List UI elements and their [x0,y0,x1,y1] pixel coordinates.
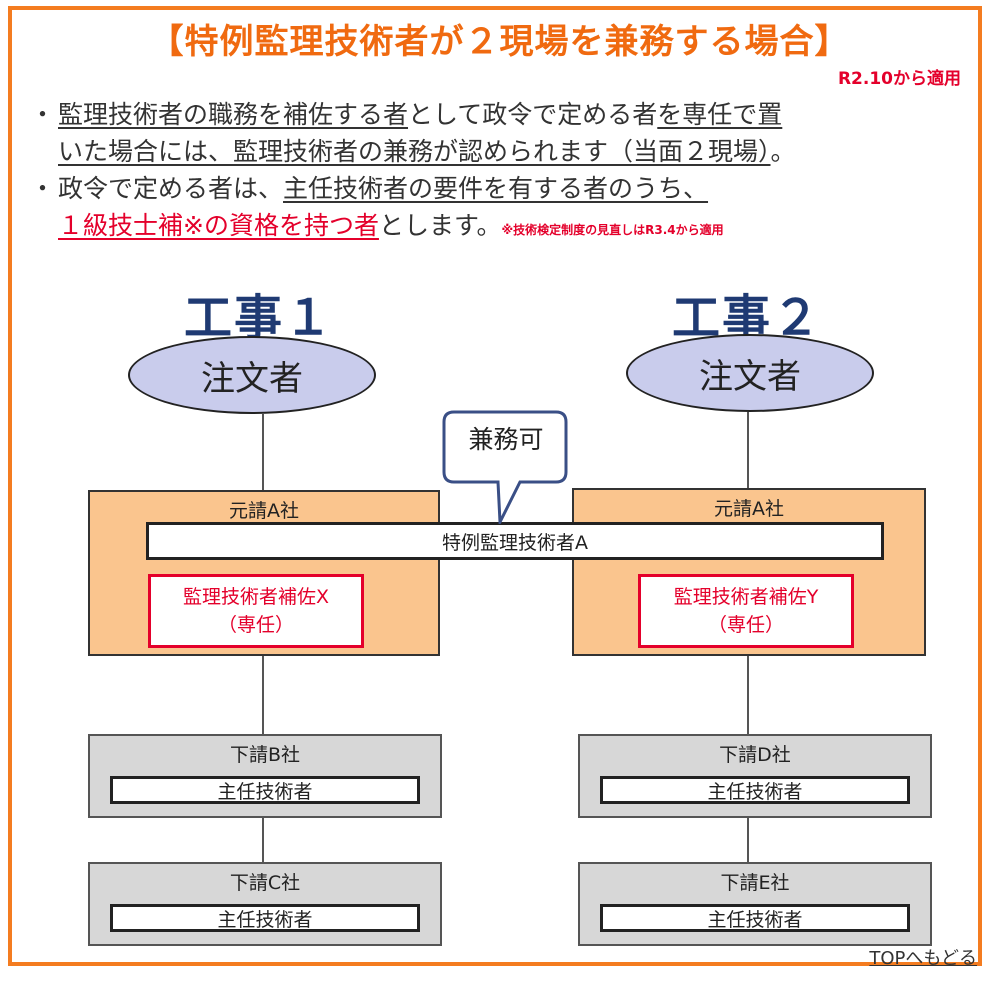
subcontractor-e-engineer-label: 主任技術者 [707,908,803,931]
subcontractor-d-label: 下請D社 [719,744,791,766]
subcontractor-c-box: 下請C社 主任技術者 [88,862,442,946]
callout-bubble [442,410,568,524]
connector-client-1 [262,414,264,490]
bullet-dot: ・ [30,100,56,129]
bullet-2-requirement-text: 主任技術者の要件を有する者のうち、 [283,174,709,203]
assistant-y-fulltime: （専任） [707,614,784,636]
subcontractor-d-box: 下請D社 主任技術者 [578,734,932,818]
bullet-1-line-1: ・監理技術者の職務を補佐する者として政令で定める者を専任で置 [30,96,970,133]
bullet-1-line-2: いた場合には、監理技術者の兼務が認められます（当面２現場）。 [30,133,970,170]
subcontractor-e-box: 下請E社 主任技術者 [578,862,932,946]
bullet-2-line-2: １級技士補※の資格を持つ者とします。※技術検定制度の見直しはR3.4から適用 [30,207,970,249]
page-title: 【特例監理技術者が２現場を兼務する場合】 [149,22,850,62]
prime-contractor-2-box: 元請A社 [572,488,926,656]
subcontractor-c-engineer-label: 主任技術者 [217,908,313,931]
subcontractor-b-engineer-bar: 主任技術者 [110,776,420,804]
assistant-x-label: 監理技術者補佐X [182,586,330,608]
diagram-frame [8,6,982,966]
subcontractor-b-box: 下請B社 主任技術者 [88,734,442,818]
subcontractor-e-engineer-bar: 主任技術者 [600,904,910,932]
callout-label: 兼務可 [468,425,544,454]
bullet-1-text: として政令で定める者 [408,100,658,129]
connector-sub-b-sub-c [262,818,264,862]
bullet-2-qualification-text: １級技士補※の資格を持つ者 [58,211,379,240]
assistant-y-label: 監理技術者補佐Y [673,586,819,608]
bullet-1-period: 。 [770,137,796,166]
connector-prime-1-sub-b [262,656,264,734]
subcontractor-c-engineer-bar: 主任技術者 [110,904,420,932]
subcontractor-e-label: 下請E社 [720,872,790,894]
subcontractor-d-engineer-bar: 主任技術者 [600,776,910,804]
assistant-x-box: 監理技術者補佐X （専任） [148,574,364,648]
special-supervising-engineer-label: 特例監理技術者A [442,531,588,554]
subcontractor-b-label: 下請B社 [229,744,301,766]
prime-contractor-2-label: 元請A社 [714,498,784,520]
client-2-ellipse: 注文者 [626,334,874,412]
client-1-ellipse: 注文者 [128,336,376,414]
bullet-dot: ・ [30,174,56,203]
connector-sub-d-sub-e [747,818,749,862]
connector-client-2 [747,412,749,490]
subcontractor-b-engineer-label: 主任技術者 [217,780,313,803]
bullet-2-text: 政令で定める者は、 [58,174,284,203]
bullet-1-fulltime-text: を専任で置 [657,100,783,129]
bullet-1-concurrent-text: いた場合には、監理技術者の兼務が認められます（当面２現場） [58,137,771,166]
prime-contractor-1-label: 元請A社 [229,500,299,522]
bullet-1-assistant-text: 監理技術者の職務を補佐する者 [58,100,409,129]
client-2-label: 注文者 [699,356,801,397]
subcontractor-c-label: 下請C社 [229,872,301,894]
assistant-y-box: 監理技術者補佐Y （専任） [638,574,854,648]
subcontractor-d-engineer-label: 主任技術者 [707,780,803,803]
bullet-2-end-text: とします。 [378,211,502,240]
back-to-top-link[interactable]: TOPへもどる [869,948,977,969]
bullet-2-footnote: ※技術検定制度の見直しはR3.4から適用 [501,223,724,237]
applicable-date-note: R2.10から適用 [837,69,961,89]
bullet-2-line-1: ・政令で定める者は、主任技術者の要件を有する者のうち、 [30,170,970,207]
explanation-bullets: ・監理技術者の職務を補佐する者として政令で定める者を専任で置 いた場合には、監理… [30,96,970,249]
assistant-x-fulltime: （専任） [217,614,294,636]
client-1-label: 注文者 [201,358,303,399]
connector-prime-2-sub-d [747,656,749,734]
special-supervising-engineer-bar: 特例監理技術者A [146,522,884,560]
